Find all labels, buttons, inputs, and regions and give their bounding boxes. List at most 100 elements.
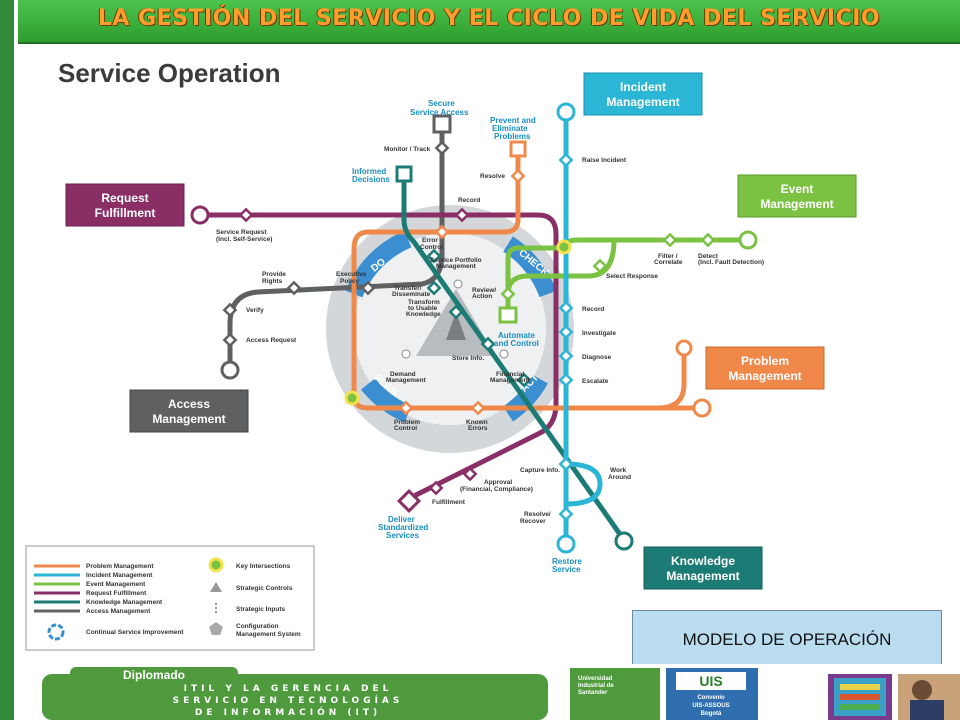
incident-management-box: Incident Management bbox=[583, 72, 703, 116]
legend-event: Event Management bbox=[86, 581, 146, 588]
event-management-line bbox=[561, 237, 748, 249]
cms-icon bbox=[209, 622, 223, 635]
csi-icon bbox=[47, 623, 65, 641]
legend-request: Request Fulfillment bbox=[86, 590, 147, 597]
header-banner: LA GESTIÓN DEL SERVICIO Y EL CICLO DE VI… bbox=[18, 0, 960, 44]
svg-text:Policy: Policy bbox=[340, 278, 360, 285]
svg-text:(Financial, Compliance): (Financial, Compliance) bbox=[460, 486, 533, 493]
svg-text:Incident: Incident bbox=[620, 80, 666, 94]
svg-text:Industrial de: Industrial de bbox=[578, 683, 614, 689]
strategic-control-icon bbox=[210, 582, 222, 592]
problem-management-box: Problem Management bbox=[705, 346, 825, 390]
svg-text:Access: Access bbox=[168, 397, 210, 411]
svg-text:to Usable: to Usable bbox=[408, 305, 438, 312]
station-service-portfolio: Service Portfolio bbox=[430, 257, 482, 264]
station-store-info: Store Info. bbox=[452, 355, 484, 362]
svg-text:Eliminate: Eliminate bbox=[492, 124, 528, 133]
svg-text:Request: Request bbox=[101, 191, 148, 205]
svg-text:Convenio: Convenio bbox=[697, 695, 725, 701]
svg-text:Management: Management bbox=[760, 197, 833, 211]
svg-text:Diplomado: Diplomado bbox=[123, 668, 185, 682]
svg-text:(Incl. Fault Detection): (Incl. Fault Detection) bbox=[698, 259, 764, 266]
station-select-response: Select Response bbox=[606, 273, 658, 280]
station-diagnose: Diagnose bbox=[582, 354, 612, 361]
access-management-box: Access Management bbox=[129, 389, 249, 433]
station-record-top: Record bbox=[458, 197, 480, 204]
station-error-control: Error bbox=[422, 237, 438, 244]
terminal-automate-control: Automate bbox=[498, 331, 535, 340]
svg-text:Santander: Santander bbox=[578, 690, 608, 696]
service-operation-diagram: Service Operation DO CHECK PLAN ACT bbox=[25, 58, 857, 651]
event-management-box: Event Management bbox=[737, 174, 857, 218]
station-service-request: Service Request bbox=[216, 229, 267, 236]
page-title: LA GESTIÓN DEL SERVICIO Y EL CICLO DE VI… bbox=[97, 6, 881, 31]
svg-text:Errors: Errors bbox=[468, 425, 488, 432]
legend-problem: Problem Management bbox=[86, 563, 154, 570]
station-fulfillment: Fulfillment bbox=[432, 499, 466, 506]
svg-text:Management: Management bbox=[606, 95, 679, 109]
svg-text:Service: Service bbox=[552, 565, 581, 574]
station-escalate: Escalate bbox=[582, 378, 609, 385]
svg-text:Around: Around bbox=[608, 474, 631, 481]
station-record: Record bbox=[582, 306, 604, 313]
legend-strategic-controls: Strategic Controls bbox=[236, 585, 293, 592]
legend-incident: Incident Management bbox=[86, 572, 153, 579]
svg-text:Disseminate: Disseminate bbox=[392, 291, 431, 298]
thumbnail-image-1 bbox=[828, 674, 892, 720]
svg-text:Problems: Problems bbox=[494, 132, 531, 141]
diplomado-badge bbox=[70, 667, 238, 683]
svg-text:Management: Management bbox=[436, 263, 477, 270]
thumbnail-image-2 bbox=[898, 674, 960, 720]
station-resolve-recover: Resolve/ bbox=[524, 511, 551, 518]
station-detect: Detect bbox=[698, 253, 719, 260]
terminal-restore-service: Restore bbox=[552, 557, 582, 566]
terminal-secure-service-access: Secure bbox=[428, 99, 455, 108]
svg-text:Services: Services bbox=[386, 531, 419, 540]
svg-text:Problem: Problem bbox=[741, 354, 789, 368]
knowledge-management-box: Knowledge Management bbox=[643, 546, 763, 590]
station-transfer: Transfer/ bbox=[394, 285, 422, 292]
station-resolve: Resolve bbox=[480, 173, 505, 180]
legend-strategic-inputs: Strategic Inputs bbox=[236, 606, 286, 613]
station-capture-info: Capture Info. bbox=[520, 467, 560, 474]
legend: Problem Management Incident Management E… bbox=[25, 545, 315, 651]
svg-text:Recover: Recover bbox=[520, 518, 546, 525]
station-access-request: Access Request bbox=[246, 337, 297, 344]
legend-cms: Configuration bbox=[236, 623, 279, 630]
svg-text:Management: Management bbox=[490, 377, 531, 384]
station-transform: Transform bbox=[408, 299, 440, 306]
key-intersection-marker bbox=[556, 239, 572, 255]
legend-knowledge: Knowledge Management bbox=[86, 599, 163, 606]
terminal-informed-decisions: Informed bbox=[352, 167, 386, 176]
svg-text:Management: Management bbox=[152, 412, 225, 426]
station-approval: Approval bbox=[484, 479, 512, 486]
svg-text:Bogotá: Bogotá bbox=[701, 711, 722, 717]
station-raise-incident: Raise Incident bbox=[582, 157, 627, 164]
svg-text:and Control: and Control bbox=[494, 339, 539, 348]
station-monitor-track: Monitor / Track bbox=[384, 146, 431, 153]
station-investigate: Investigate bbox=[582, 330, 616, 337]
svg-text:Action: Action bbox=[472, 293, 492, 300]
svg-text:Management: Management bbox=[728, 369, 801, 383]
svg-text:Standardized: Standardized bbox=[378, 523, 428, 532]
svg-text:Rights: Rights bbox=[262, 278, 283, 285]
svg-text:(Incl. Self-Service): (Incl. Self-Service) bbox=[216, 236, 272, 243]
svg-text:Management System: Management System bbox=[236, 631, 301, 638]
svg-text:Event: Event bbox=[781, 182, 814, 196]
svg-text:Decisions: Decisions bbox=[352, 175, 390, 184]
station-review-action: Review/ bbox=[472, 287, 496, 294]
svg-text:Knowledge: Knowledge bbox=[671, 554, 735, 568]
problem-management-line bbox=[351, 148, 702, 411]
footer-banner-line-1: ITIL Y LA GERENCIA DEL bbox=[184, 684, 393, 694]
svg-text:UIS-ASSOUS: UIS-ASSOUS bbox=[692, 703, 729, 709]
svg-text:UIS: UIS bbox=[699, 673, 722, 689]
svg-text:Universidad: Universidad bbox=[578, 676, 613, 682]
legend-key-intersections: Key Intersections bbox=[236, 563, 291, 570]
knowledge-management-line bbox=[401, 174, 627, 542]
footer-banner: Diplomado ITIL Y LA GERENCIA DEL SERVICI… bbox=[18, 664, 960, 720]
caption-text: MODELO DE OPERACIÓN bbox=[682, 630, 892, 649]
svg-text:Management: Management bbox=[666, 569, 739, 583]
station-demand-management: Demand bbox=[390, 371, 416, 378]
station-executive-policy: Executive bbox=[336, 271, 367, 278]
station-work-around: Work bbox=[610, 467, 627, 474]
